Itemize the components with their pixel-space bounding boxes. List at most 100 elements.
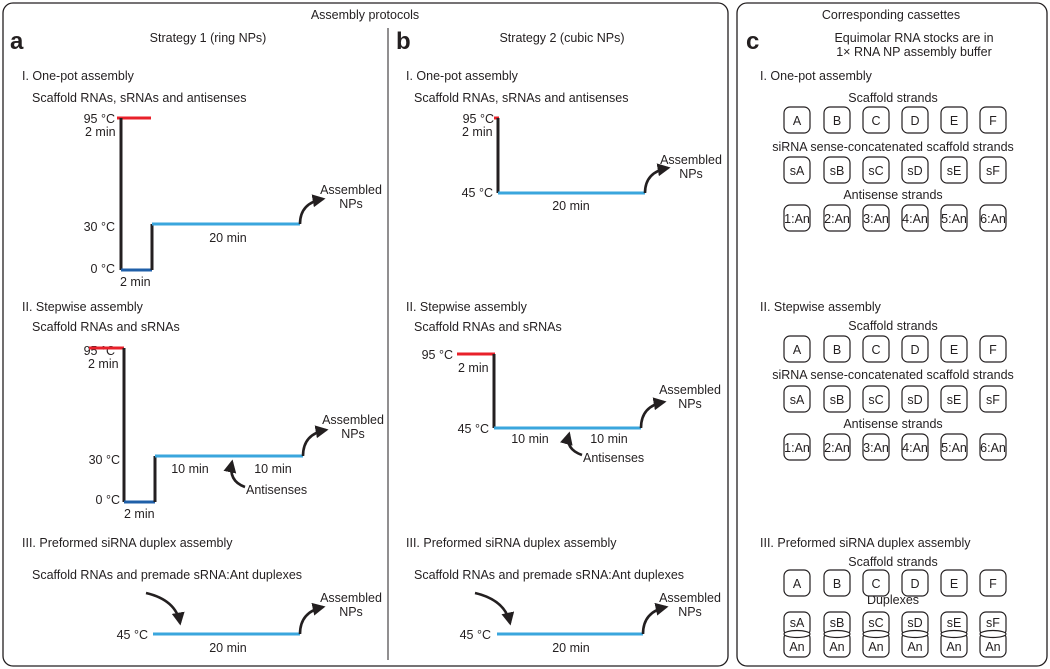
a2-nps-label: NPs — [341, 427, 365, 441]
assembly-protocols-title: Assembly protocols — [311, 8, 419, 22]
c1-sense-box-outline — [940, 156, 968, 184]
b3-duplex-add-arrow — [474, 591, 515, 626]
cassettes-frame — [736, 2, 1048, 667]
c2-sense-box-label: sC — [868, 393, 883, 407]
panel-c-intro-line2: 1× RNA NP assembly buffer — [836, 45, 992, 59]
temperature-profiles — [89, 116, 645, 636]
a1-temp-95: 95 °C — [84, 112, 115, 126]
c3-scaffold-box-label: E — [950, 577, 958, 591]
b3-nps-label: NPs — [678, 605, 702, 619]
b3-anneal-20min: 20 min — [552, 641, 590, 655]
c2-sense-box-label: sB — [830, 393, 845, 407]
b2-nps-label: NPs — [678, 397, 702, 411]
c3-duplex-sense-label: sC — [868, 616, 883, 630]
c2-scaffold-box-outline — [823, 335, 851, 363]
a-one-pot-subtitle: Scaffold RNAs, sRNAs and antisenses — [32, 91, 246, 105]
a2-assembled-label: Assembled — [322, 413, 384, 427]
c2-scaffold-box-label: F — [989, 343, 997, 357]
panel-a-letter: a — [10, 28, 24, 55]
c1-sense-box: sF — [979, 156, 1007, 184]
a2-temp-0: 0 °C — [96, 493, 120, 507]
a3-temp-45: 45 °C — [117, 628, 148, 642]
c2-antisense-box-label: 5:An — [941, 441, 967, 455]
c1-sense-box: sC — [862, 156, 890, 184]
c2-antisense-box-outline — [862, 433, 890, 461]
c2-antisense-box-label: 4:An — [902, 441, 928, 455]
c2-sense-box-label: sF — [986, 393, 1000, 407]
c2-scaffold-box-outline — [940, 335, 968, 363]
a-stepwise-subtitle: Scaffold RNAs and sRNAs — [32, 320, 180, 334]
b2-hold-2min: 2 min — [458, 361, 489, 375]
b3-product-arrow — [641, 602, 669, 635]
c2-antisense-box: 2:An — [823, 433, 851, 461]
c3-scaffold-box-outline — [979, 569, 1007, 597]
c2-scaffold-box-label: E — [950, 343, 958, 357]
c2-scaffold-box-label: C — [871, 343, 880, 357]
b-one-pot-title: I. One-pot assembly — [406, 69, 519, 83]
a1-cold-2min: 2 min — [120, 275, 151, 289]
c2-antisense-box-label: 2:An — [824, 441, 850, 455]
a1-temp-0: 0 °C — [91, 262, 115, 276]
b2-product-arrow — [639, 397, 667, 429]
c2-sense-box-outline — [862, 385, 890, 413]
c1-scaffold-box: B — [823, 106, 851, 134]
a2-anneal-10min-2: 10 min — [254, 462, 292, 476]
c2-antisense-box: 1:An — [783, 433, 811, 461]
c2-sense-box-outline — [901, 385, 929, 413]
a2-product-arrow — [301, 425, 329, 457]
c1-antisense-box-outline — [979, 204, 1007, 232]
c3-scaffold-box-label: C — [871, 577, 880, 591]
c2-sense-box: sD — [901, 385, 929, 413]
c1-sense-box-outline — [901, 156, 929, 184]
c1-scaffold-title: Scaffold strands — [848, 91, 937, 105]
c1-antisense-box: 1:An — [783, 204, 811, 232]
b2-anneal-10min-1: 10 min — [511, 432, 549, 446]
c2-sense-box-label: sA — [790, 393, 805, 407]
c3-duplex-box: sE An — [940, 611, 968, 658]
c1-scaffold-box: A — [783, 106, 811, 134]
c2-antisense-box: 4:An — [901, 433, 929, 461]
c2-scaffold-box: E — [940, 335, 968, 363]
a-preformed-title: III. Preformed siRNA duplex assembly — [22, 536, 233, 550]
c3-duplex-antisense-label: An — [985, 640, 1000, 654]
a2-antisenses-label: Antisenses — [246, 483, 307, 497]
c2-antisense-box-label: 1:An — [784, 441, 810, 455]
c2-sense-box: sB — [823, 385, 851, 413]
a2-temp-95: 95 °C — [84, 344, 115, 358]
b2-antisenses-label: Antisenses — [583, 451, 644, 465]
c1-sense-box-label: sF — [986, 164, 1000, 178]
c3-duplex-junction — [901, 629, 929, 639]
b-preformed-title: III. Preformed siRNA duplex assembly — [406, 536, 617, 550]
c1-antisense-box-label: 4:An — [902, 212, 928, 226]
c3-scaffold-box-outline — [823, 569, 851, 597]
c3-scaffold-box-label: D — [910, 577, 919, 591]
c1-scaffold-box-outline — [823, 106, 851, 134]
c3-duplex-sense-label: sE — [947, 616, 962, 630]
c3-duplex-junction — [979, 629, 1007, 639]
c1-sense-box-outline — [979, 156, 1007, 184]
b-stepwise-title: II. Stepwise assembly — [406, 300, 528, 314]
panel-c-intro-line1: Equimolar RNA stocks are in — [834, 31, 993, 45]
c3-duplex-sense-label: sA — [790, 616, 805, 630]
c2-scaffold-box: F — [979, 335, 1007, 363]
a3-anneal-20min: 20 min — [209, 641, 247, 655]
c2-sense-box: sC — [862, 385, 890, 413]
c2-scaffold-box-outline — [901, 335, 929, 363]
c3-scaffold-box-label: B — [833, 577, 841, 591]
c2-scaffold-title: Scaffold strands — [848, 319, 937, 333]
c1-scaffold-box-label: C — [871, 114, 880, 128]
c1-scaffold-box-label: B — [833, 114, 841, 128]
a1-product-arrow — [298, 194, 326, 225]
c3-scaffold-box: D — [901, 569, 929, 597]
c2-scaffold-box-outline — [783, 335, 811, 363]
c1-antisense-box-label: 2:An — [824, 212, 850, 226]
c2-antisense-box-outline — [901, 433, 929, 461]
a3-duplex-add-arrow — [145, 591, 185, 626]
c2-sense-title: siRNA sense-concatenated scaffold strand… — [772, 368, 1014, 382]
c3-duplex-antisense-label: An — [946, 640, 961, 654]
